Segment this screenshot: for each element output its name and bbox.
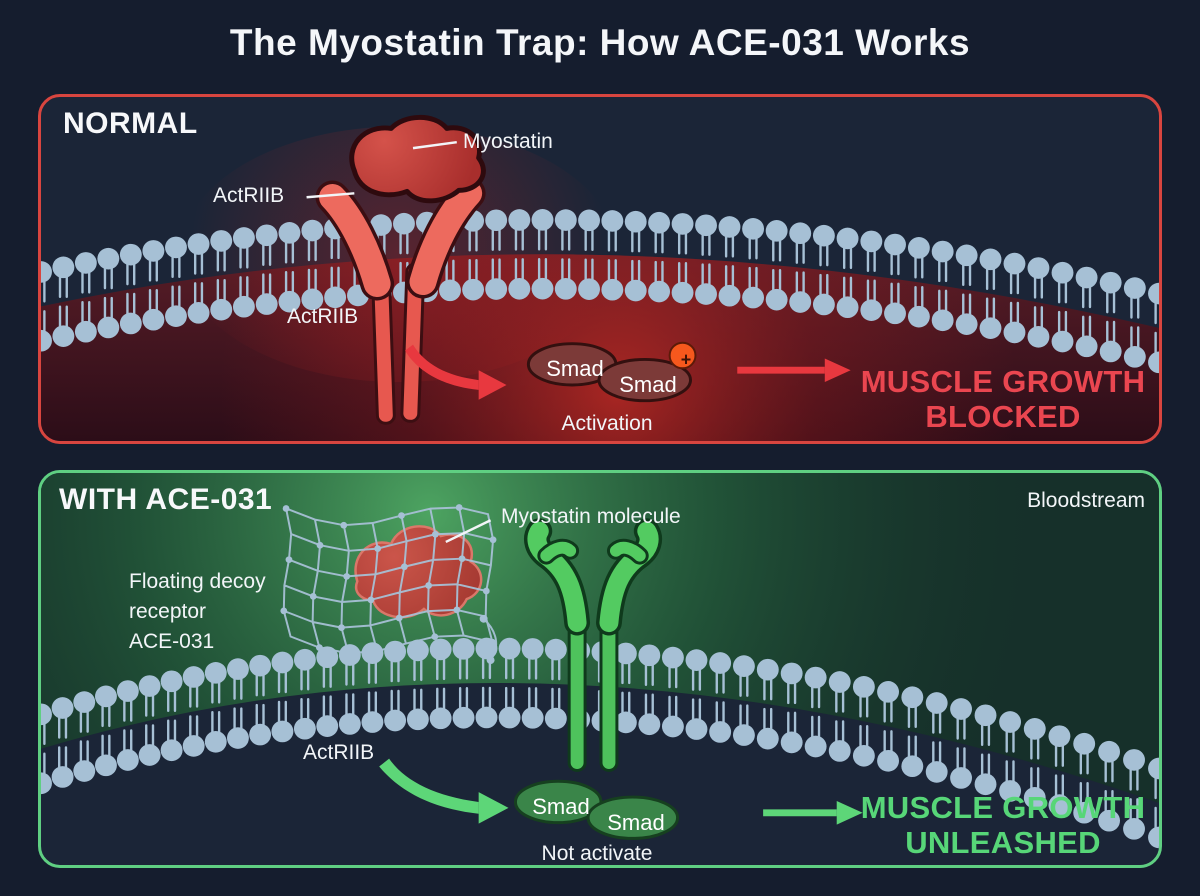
cell-membrane: [41, 209, 1159, 374]
panel-ace-graphics: [41, 473, 1159, 849]
actriib-label: ActRIIB: [303, 741, 375, 764]
decoy-line1: Floating decoy: [129, 570, 266, 593]
myostatin-pointer-line: [412, 140, 457, 150]
trapped-myostatin-blob: [354, 525, 483, 619]
smad2-label: Smad: [607, 810, 665, 835]
smad-complex-inactive: [513, 779, 680, 840]
actriib-receptor-bound: [315, 114, 486, 425]
bloodstream-label: Bloodstream: [1027, 489, 1145, 512]
panel-normal: NORMAL Myostatin ActRIIB ActRIIB Smad Sm…: [38, 94, 1162, 444]
outcome-unleashed: MUSCLE GROWTH UNLEASHED: [833, 790, 1159, 860]
panel-normal-heading: NORMAL: [63, 107, 198, 140]
molecule-pointer-line: [445, 519, 492, 544]
myostatin-blob: [349, 114, 486, 204]
decoy-receptor-label: Floating decoy receptor ACE-031: [129, 567, 266, 657]
phosphate-plus-badge: [668, 341, 697, 370]
decoy-line3: ACE-031: [129, 630, 215, 653]
cell-membrane: [41, 637, 1159, 849]
panel-normal-graphics: [41, 114, 1159, 441]
panel-with-ace031: WITH ACE-031 Bloodstream Myostatin molec…: [38, 470, 1162, 868]
actriib-receptor-free: [524, 518, 663, 772]
outcome-arrow-green: [763, 800, 863, 825]
page-title: The Myostatin Trap: How ACE-031 Works: [229, 22, 971, 63]
smad-complex-active: [526, 341, 697, 403]
signal-arrow-green: [379, 758, 509, 824]
receptor-glow: [180, 126, 618, 383]
outcome-unleashed-line1: MUSCLE GROWTH: [860, 790, 1146, 825]
smad1-label: Smad: [546, 356, 604, 381]
outcome-arrow-red: [737, 358, 851, 383]
myostatin-label: Myostatin: [463, 130, 553, 153]
activation-label: Activation: [561, 412, 653, 435]
outcome-blocked: MUSCLE GROWTH BLOCKED: [833, 364, 1159, 434]
actriib-pointer-line: [306, 192, 355, 199]
myostatin-molecule-label: Myostatin molecule: [501, 505, 681, 528]
smad2-label: Smad: [619, 372, 677, 397]
actriib-top-label: ActRIIB: [213, 184, 285, 207]
not-activate-label: Not activate: [541, 842, 653, 865]
smad1-label: Smad: [532, 794, 590, 819]
outcome-unleashed-line2: UNLEASHED: [905, 825, 1101, 860]
signal-arrow-red: [405, 344, 507, 400]
decoy-line2: receptor: [129, 600, 207, 623]
actriib-bottom-label: ActRIIB: [287, 305, 359, 328]
panel-ace-heading: WITH ACE-031: [59, 483, 273, 516]
plus-badge-label: +: [680, 349, 692, 370]
outcome-blocked-line1: MUSCLE GROWTH: [860, 364, 1146, 399]
outcome-blocked-line2: BLOCKED: [925, 399, 1081, 434]
